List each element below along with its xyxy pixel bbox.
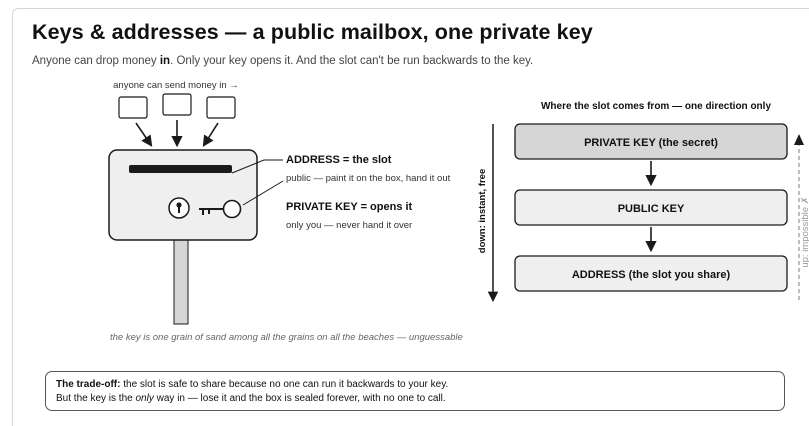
flow-box-private-key <box>514 123 788 160</box>
tradeoff-line-1: The trade-off: the slot is safe to share… <box>56 378 774 392</box>
send-money-label: anyone can send money in → <box>113 80 239 91</box>
up-impossible-arrowhead <box>794 134 804 145</box>
flow-box-address-label: ADDRESS (the slot you share) <box>572 269 731 281</box>
diagram-card <box>12 8 809 426</box>
flow-box-public-key-label: PUBLIC KEY <box>618 203 685 215</box>
page-subtitle: Anyone can drop money in. Only your key … <box>32 55 533 67</box>
envelope-1 <box>118 96 148 119</box>
drop-arrow-3 <box>202 122 219 147</box>
key-icon <box>199 199 242 219</box>
tradeoff-line-2-start: But the key is the <box>56 393 136 404</box>
flow-box-address <box>514 255 788 292</box>
key-callout-line <box>242 180 284 206</box>
down-direction-label: down: instant, free <box>477 169 488 253</box>
up-impossible-label: up: impossible ✗ <box>800 196 809 267</box>
tradeoff-line-2: But the key is the only way in — lose it… <box>56 392 774 406</box>
tradeoff-heading: The trade-off: <box>56 379 121 390</box>
mailbox-body <box>108 149 258 241</box>
address-title: ADDRESS = the slot <box>286 154 392 166</box>
page-title: Keys & addresses — a public mailbox, one… <box>32 20 593 44</box>
tradeoff-line-1-text: the slot is safe to share because no one… <box>120 379 449 390</box>
envelope-2 <box>162 93 192 116</box>
tradeoff-line-2-emphasis: only <box>135 393 154 404</box>
subtitle-start: Anyone can drop money <box>32 55 160 67</box>
key-description: only you — never hand it over <box>286 220 412 231</box>
flow-box-public-key <box>514 189 788 226</box>
key-title: PRIVATE KEY = opens it <box>286 201 413 213</box>
envelope-3 <box>206 96 236 119</box>
subtitle-emphasis: in <box>159 55 171 67</box>
mailbox-slot <box>129 165 232 173</box>
subtitle-end: . Only your key opens it. And the slot c… <box>170 55 534 67</box>
drop-arrow-1 <box>135 122 153 147</box>
address-description: public — paint it on the box, hand it ou… <box>286 173 451 184</box>
address-callout-line <box>231 159 283 174</box>
flow-title: Where the slot comes from — one directio… <box>541 101 771 112</box>
flow-box-private-key-label: PRIVATE KEY (the secret) <box>584 137 718 149</box>
tradeoff-box: The trade-off: the slot is safe to share… <box>45 371 785 411</box>
unguessable-note: the key is one grain of sand among all t… <box>110 332 463 343</box>
keyhole-icon <box>168 197 190 219</box>
tradeoff-line-2-end: way in — lose it and the box is sealed f… <box>153 393 446 404</box>
mailbox-post <box>173 237 189 325</box>
